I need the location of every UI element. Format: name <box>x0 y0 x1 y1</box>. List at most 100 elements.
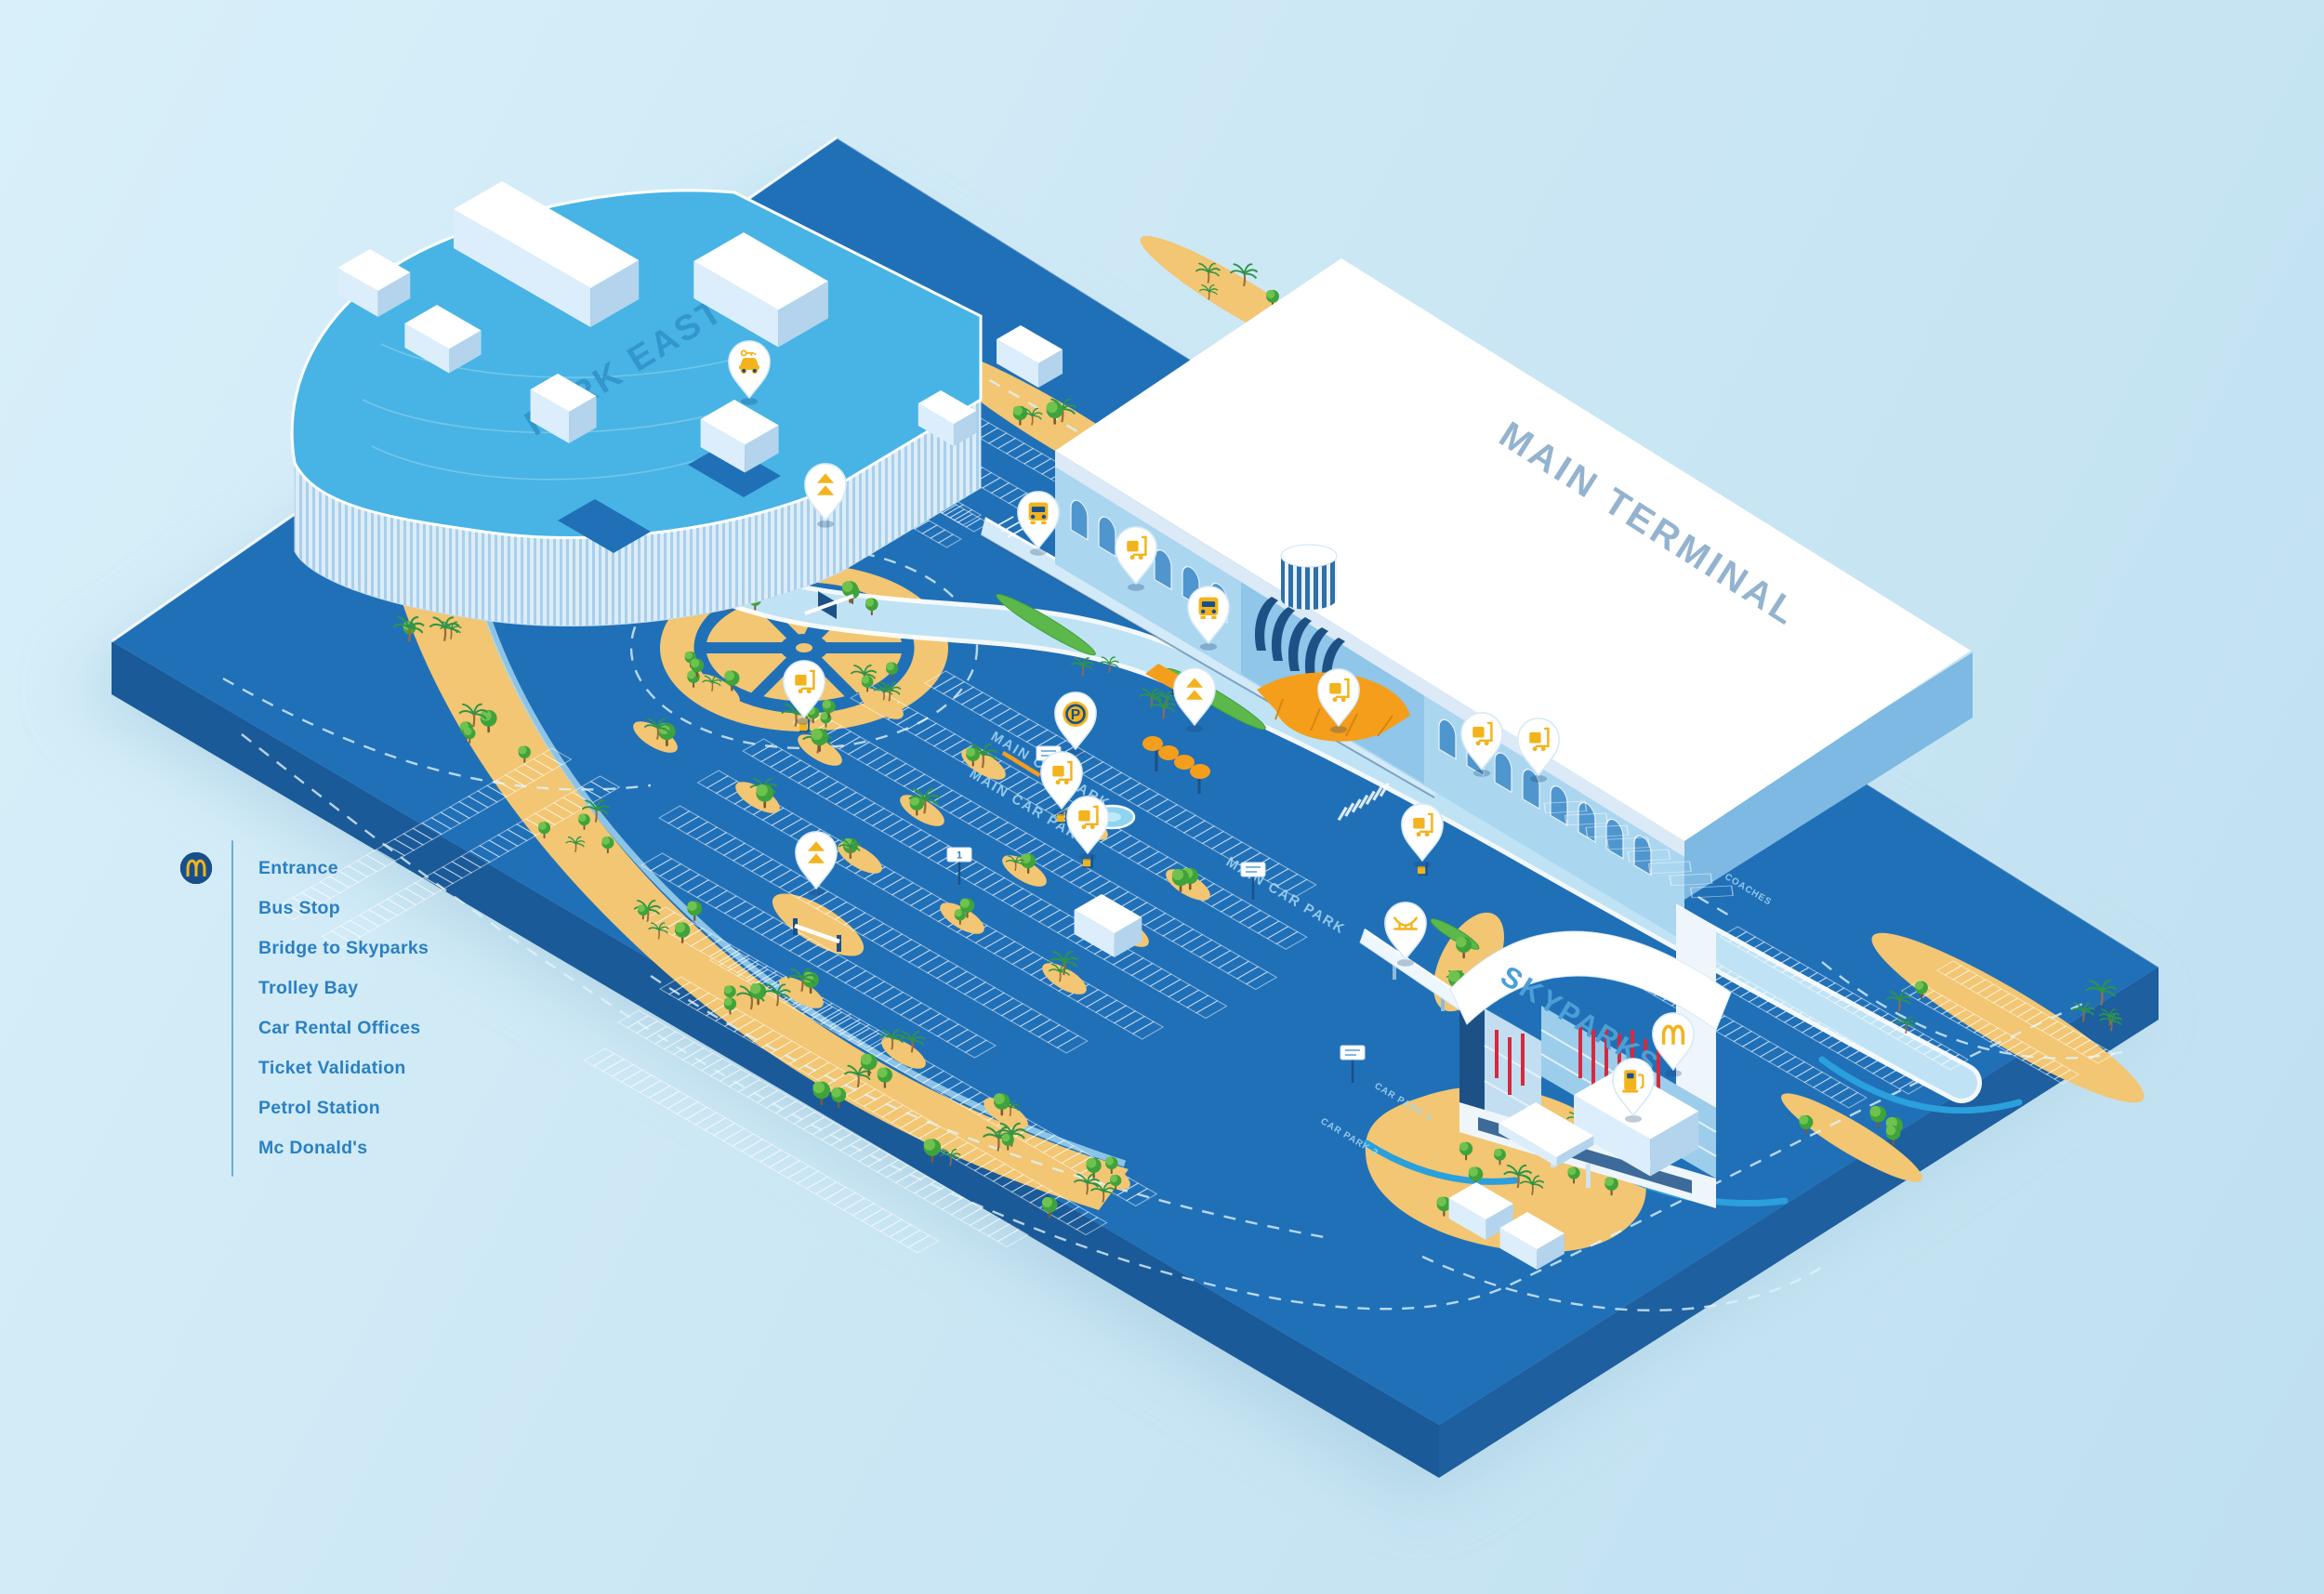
car-icon <box>179 851 213 1045</box>
tree <box>966 747 981 767</box>
map-pin-trolley-bay[interactable] <box>783 660 825 725</box>
palm-tree <box>844 1064 872 1088</box>
tree <box>1604 1177 1618 1196</box>
map-pin-bus-stop[interactable] <box>1017 491 1060 556</box>
map-pin-entrance[interactable] <box>1173 667 1216 732</box>
legend-divider <box>231 840 233 1177</box>
service-building <box>1448 1182 1513 1240</box>
tree <box>865 598 878 616</box>
tree <box>1012 405 1028 426</box>
legend-label: Bridge to Skyparks <box>258 937 429 958</box>
map-pin-trolley-bay[interactable] <box>1317 668 1360 733</box>
legend-label: Bus Stop <box>258 897 340 918</box>
legend-label: Mc Donald's <box>258 1137 368 1158</box>
tree <box>877 1067 893 1088</box>
map-pin-car-rental[interactable] <box>728 340 771 405</box>
map-pin-petrol[interactable] <box>1612 1058 1655 1123</box>
palm-tree <box>1230 263 1259 287</box>
park-east-roof-box <box>404 305 482 374</box>
palm-tree <box>1199 284 1219 300</box>
luggage-trolley <box>1083 855 1093 868</box>
petrol-icon <box>179 851 213 1125</box>
tree <box>959 898 975 918</box>
tree <box>687 901 703 921</box>
tree <box>1869 1105 1887 1128</box>
service-building <box>1499 1212 1565 1270</box>
petrol-canopy <box>1499 1102 1594 1166</box>
north-building <box>693 232 828 348</box>
palm-tree <box>877 681 902 702</box>
tree <box>993 1093 1010 1116</box>
tree <box>1110 1174 1122 1191</box>
palm-tree <box>393 615 425 642</box>
tree <box>861 676 874 692</box>
tree <box>812 1081 831 1106</box>
svg-text:P: P <box>1071 707 1080 723</box>
tree <box>518 745 531 763</box>
trolley-icon <box>179 851 213 1005</box>
palm-tree <box>1071 657 1094 677</box>
map-pin-entrance[interactable] <box>804 463 847 528</box>
luggage-trolley <box>799 719 810 732</box>
palm-tree <box>898 1031 925 1053</box>
tree <box>1456 936 1472 959</box>
map-pin-trolley-bay[interactable] <box>1040 751 1083 816</box>
tree <box>923 1139 942 1163</box>
sign: 1 <box>946 847 972 885</box>
palm-tree <box>939 1148 961 1166</box>
map-pin-trolley-bay[interactable] <box>1517 718 1560 783</box>
tree <box>831 1087 847 1108</box>
tree <box>637 904 649 920</box>
palm-tree <box>1886 991 1911 1012</box>
palm-tree <box>648 922 669 940</box>
platform-side-se <box>1439 967 2159 1478</box>
legend-item-bridge-to-skyparks: Bridge to Skyparks <box>179 851 570 965</box>
tree <box>723 997 737 1015</box>
palm-tree <box>1074 1173 1100 1195</box>
bus-icon <box>179 851 213 925</box>
legend-item-entrance: Entrance <box>179 851 570 885</box>
legend-label: Trolley Bay <box>258 977 359 998</box>
map-pin-mcdonalds[interactable] <box>1652 1012 1695 1077</box>
legend-item-car-rental-offices: Car Rental Offices <box>179 851 570 1045</box>
map-pin-trolley-bay[interactable] <box>1115 526 1157 591</box>
palm-tree <box>565 836 586 853</box>
legend-item-trolley-bay: Trolley Bay <box>179 851 570 1005</box>
facility-building <box>1074 894 1142 957</box>
map-pin-trolley-bay[interactable] <box>1066 796 1109 861</box>
benches <box>1001 751 1041 778</box>
park-east-roof-box <box>700 400 779 473</box>
legend-item-bus-stop: Bus Stop <box>179 851 570 925</box>
coach-parking <box>1543 800 1734 899</box>
tree <box>1041 1196 1058 1219</box>
palm-tree <box>1150 697 1176 719</box>
parking-icon: P <box>179 851 213 1085</box>
palm-tree <box>458 703 488 728</box>
map-pin-bridge[interactable] <box>1384 902 1427 967</box>
legend-label: Entrance <box>258 857 338 878</box>
tree <box>909 796 925 816</box>
tree <box>601 837 614 854</box>
tree <box>538 822 551 839</box>
map-pin-trolley-bay[interactable] <box>1401 803 1444 868</box>
sign <box>1340 1045 1366 1083</box>
tree <box>1266 289 1279 308</box>
legend-label: Ticket Validation <box>258 1057 406 1078</box>
legend: Entrance Bus Stop Bridge to Skyparks Tro… <box>179 840 570 1177</box>
map-pin-ticket-validation[interactable]: P <box>1054 692 1097 757</box>
park-east-roof-box <box>337 249 411 317</box>
map-pin-entrance[interactable] <box>795 831 838 896</box>
map-pin-trolley-bay[interactable] <box>1460 712 1503 777</box>
palm-tree <box>702 675 722 692</box>
palm-tree <box>763 983 791 1007</box>
tree <box>578 813 590 830</box>
tree <box>1046 402 1063 425</box>
tree <box>860 1053 878 1076</box>
sign-label: 1 <box>957 850 962 862</box>
palm-tree <box>838 838 862 858</box>
palm-tree <box>2099 1012 2123 1032</box>
palm-tree <box>1048 963 1071 982</box>
terminal-tower <box>1280 544 1338 610</box>
map-pin-bus-stop[interactable] <box>1187 586 1230 651</box>
